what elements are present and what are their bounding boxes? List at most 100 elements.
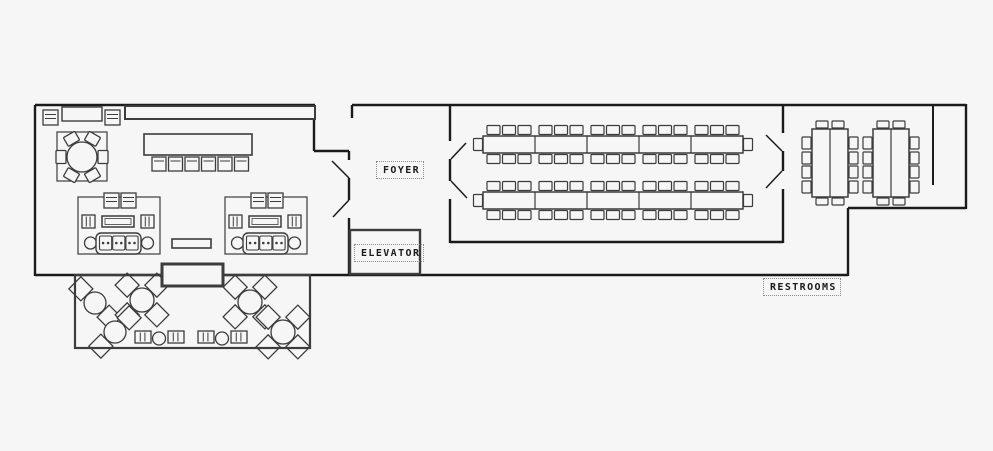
- stool: [184, 156, 200, 172]
- conference-chair: [486, 153, 501, 165]
- armchair-icon: [250, 192, 267, 209]
- boardroom-chair: [831, 197, 845, 206]
- conference-chair: [694, 180, 709, 192]
- conference-chair: [517, 209, 532, 221]
- conference-chair: [569, 209, 584, 221]
- boardroom-chair: [848, 151, 859, 165]
- conference-chair: [673, 180, 688, 192]
- conference-chair: [538, 153, 553, 165]
- patio-table: [83, 291, 107, 315]
- boardroom-chair: [848, 165, 859, 179]
- room-label-restrooms: RESTROOMS: [763, 278, 841, 296]
- dining-chair: [63, 130, 80, 147]
- cushion-dot: [128, 241, 131, 245]
- conference-chair: [517, 153, 532, 165]
- side-table: [228, 214, 243, 229]
- side-table: [134, 330, 152, 344]
- boardroom-chair: [909, 136, 920, 150]
- conference-chair: [673, 124, 688, 136]
- conference-chair: [694, 124, 709, 136]
- cushion-dot: [101, 241, 105, 245]
- conference-chair: [538, 209, 553, 221]
- conference-chair: [673, 209, 688, 221]
- conference-chair: [501, 124, 517, 136]
- conference-chair: [590, 153, 605, 165]
- dining-chair: [84, 167, 101, 184]
- conference-chair: [621, 153, 636, 165]
- console-table: [61, 106, 103, 122]
- dining-chair: [84, 130, 101, 147]
- boardroom-chair: [892, 197, 906, 206]
- conference-chair: [657, 124, 673, 136]
- banquet-table: [482, 191, 744, 210]
- conference-chair: [621, 180, 636, 192]
- armchair-icon: [103, 192, 120, 209]
- boardroom-chair: [831, 120, 845, 129]
- conference-chair: [742, 193, 754, 208]
- door-swing-icon: [765, 170, 783, 189]
- cushion-dot: [248, 241, 252, 245]
- center-table: [171, 238, 212, 249]
- boardroom-chair: [892, 120, 906, 129]
- patio-table: [129, 287, 155, 313]
- dining-chair: [55, 149, 67, 165]
- conference-chair: [569, 180, 584, 192]
- door-swing-icon: [765, 134, 783, 152]
- coffee-table-inner: [104, 218, 132, 225]
- sofa-cushion: [98, 235, 113, 251]
- sofa-cushion: [259, 235, 273, 251]
- sofa-cushion: [125, 235, 139, 251]
- stool: [167, 156, 184, 172]
- conference-chair: [486, 209, 501, 221]
- conference-chair: [538, 180, 553, 192]
- conference-chair: [553, 209, 569, 221]
- room-label-elevator: ELEVATOR: [354, 244, 425, 262]
- conference-chair: [709, 209, 725, 221]
- stool: [217, 156, 233, 172]
- conference-chair: [590, 209, 605, 221]
- conference-chair: [621, 209, 636, 221]
- door-swing-icon: [331, 160, 350, 179]
- conference-chair: [605, 124, 621, 136]
- coffee-table: [248, 215, 282, 228]
- conference-chair: [553, 153, 569, 165]
- dining-chair: [63, 167, 80, 184]
- bar-counter: [124, 105, 316, 120]
- conference-chair: [725, 180, 740, 192]
- sofa-cushion: [272, 235, 286, 251]
- stool: [233, 156, 250, 172]
- conference-chair: [642, 124, 657, 136]
- cushion-dot: [280, 241, 283, 245]
- cushion-dot: [261, 241, 265, 245]
- conference-chair: [605, 209, 621, 221]
- cushion-dot: [253, 241, 257, 245]
- boardroom-chair: [848, 180, 859, 194]
- side-table: [197, 330, 215, 344]
- conference-chair: [553, 180, 569, 192]
- boardroom-chair: [862, 165, 873, 179]
- armchair-icon: [120, 192, 137, 209]
- side-table: [167, 330, 185, 344]
- boardroom-chair: [909, 165, 920, 179]
- doors-layer: [331, 134, 783, 218]
- room-label-foyer: FOYER: [376, 161, 425, 179]
- patio-round-table: [151, 331, 167, 346]
- sofa-cushion: [112, 235, 126, 251]
- conference-chair: [501, 180, 517, 192]
- boardroom-chair: [862, 180, 873, 194]
- conference-chair: [694, 209, 709, 221]
- patio-round-table: [214, 331, 230, 346]
- conference-chair: [472, 137, 484, 152]
- armchair-icon: [42, 109, 59, 126]
- conference-chair: [501, 209, 517, 221]
- conference-chair: [642, 180, 657, 192]
- conference-chair: [657, 209, 673, 221]
- conference-chair: [517, 180, 532, 192]
- buffet-table: [143, 133, 253, 156]
- entry-step: [160, 262, 225, 288]
- elevator-room: [348, 228, 422, 276]
- dining-chair: [97, 149, 109, 165]
- round-side-table: [83, 236, 98, 250]
